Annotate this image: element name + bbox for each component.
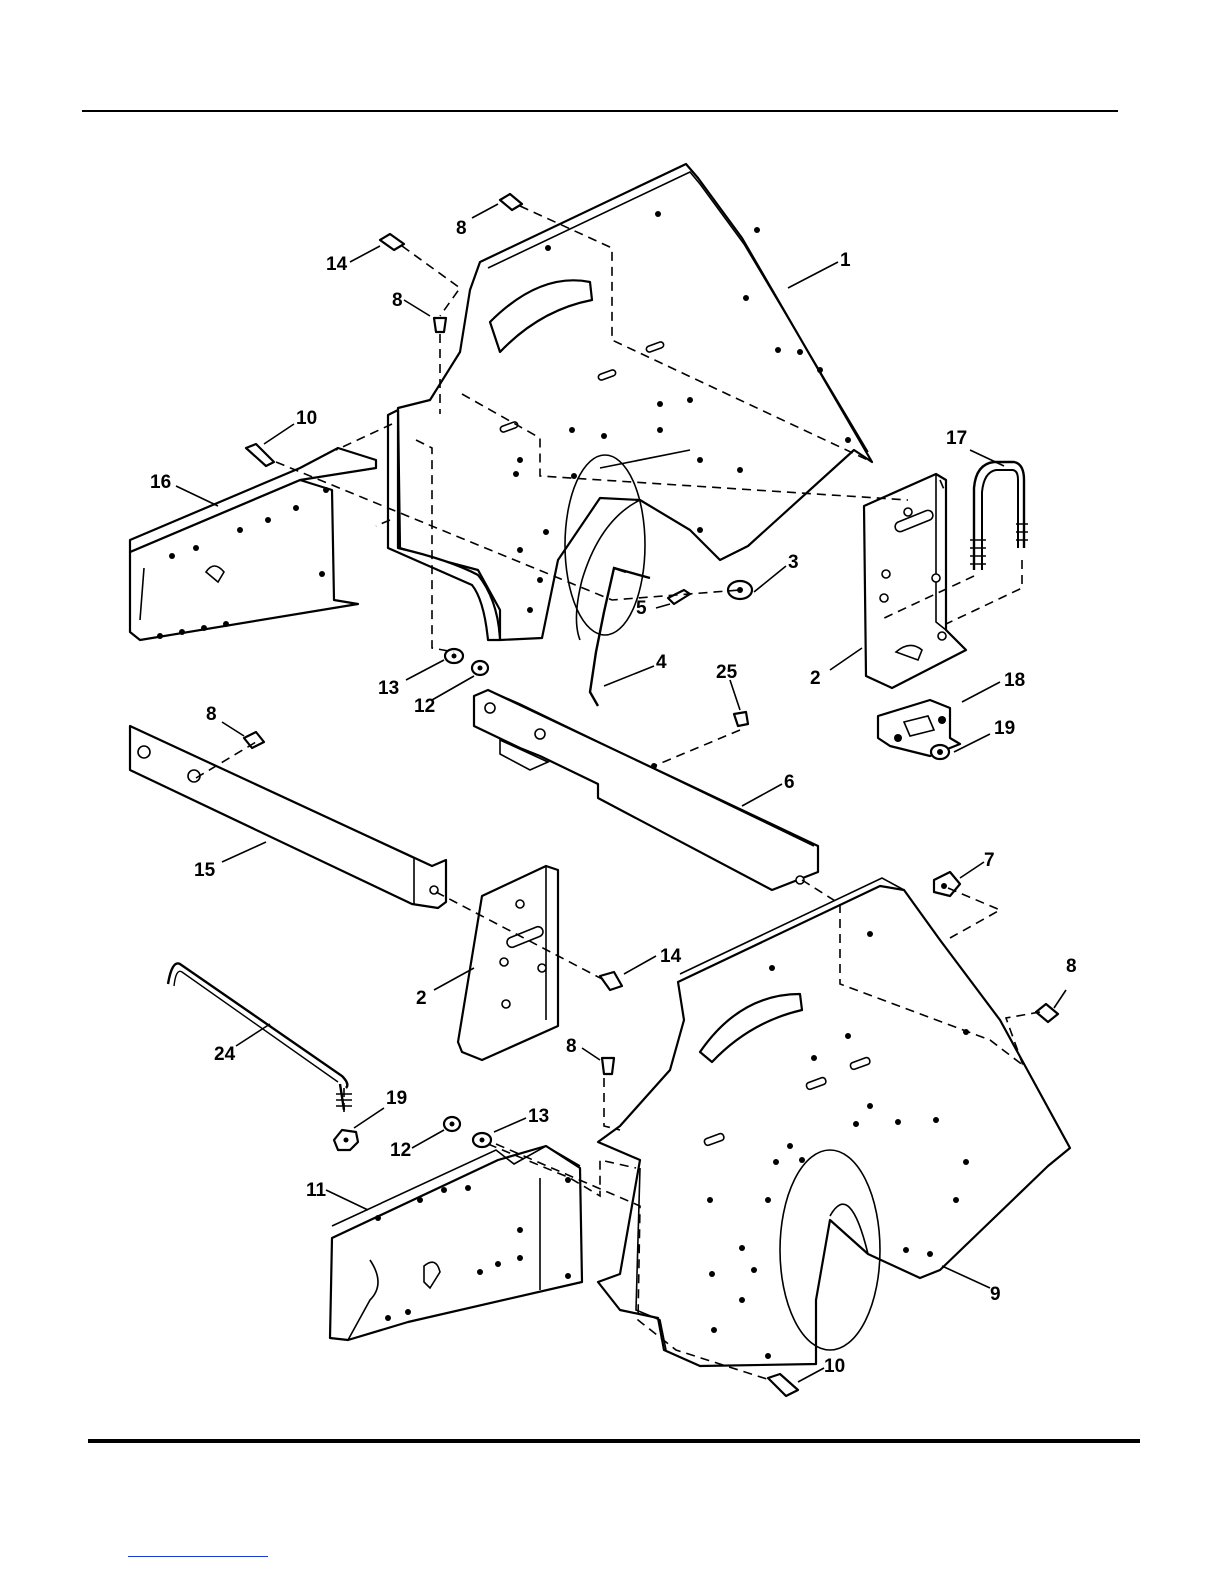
- callout-16: 16: [150, 472, 171, 493]
- part-12-nut-lower: [444, 1117, 460, 1131]
- bolt-14-lower: [600, 972, 622, 990]
- callout-8-top: 8: [456, 218, 467, 239]
- part-4-rod: [590, 568, 650, 706]
- bolt-10-upper: [246, 444, 274, 466]
- part-19-nut-lower: [334, 1130, 358, 1150]
- callout-11: 11: [306, 1180, 327, 1201]
- callout-6: 6: [784, 772, 795, 793]
- callout-13-lower: 13: [528, 1106, 549, 1127]
- part-7-clip: [934, 872, 960, 896]
- callout-8-lower: 8: [566, 1036, 577, 1057]
- bolt-8-mid-left: [244, 732, 264, 748]
- callout-3: 3: [788, 552, 799, 573]
- callout-19-upper: 19: [994, 718, 1015, 739]
- part-6-angle-rail: [474, 690, 818, 890]
- part-17-u-bolt: [970, 462, 1028, 570]
- callout-18: 18: [1004, 670, 1025, 691]
- callout-14-upper: 14: [326, 254, 348, 275]
- callout-2-upper: 2: [810, 668, 821, 689]
- callout-15: 15: [194, 860, 216, 881]
- callout-5: 5: [636, 598, 647, 619]
- callout-19-lower: 19: [386, 1088, 407, 1109]
- callout-8-upper-left: 8: [392, 290, 403, 311]
- callout-10-upper: 10: [296, 408, 317, 429]
- callout-8-mid-left: 8: [206, 704, 217, 725]
- callout-2-lower: 2: [416, 988, 427, 1009]
- part-2-upper-bracket-plate: [864, 474, 966, 688]
- part-12-nut-upper: [472, 661, 488, 675]
- callout-7: 7: [984, 850, 995, 871]
- bolt-8-lower: [602, 1058, 614, 1074]
- callout-25: 25: [716, 662, 738, 683]
- callout-4: 4: [656, 652, 667, 673]
- callout-1: 1: [840, 250, 851, 271]
- callout-12-lower: 12: [390, 1140, 411, 1161]
- part-2-lower-bracket-plate: [458, 866, 558, 1060]
- callout-13-upper: 13: [378, 678, 399, 699]
- part-24-rod: [168, 963, 352, 1110]
- bolt-25: [734, 712, 748, 726]
- callout-12-upper: 12: [414, 696, 435, 717]
- callout-9: 9: [990, 1284, 1001, 1305]
- callout-14-lower: 14: [660, 946, 682, 967]
- bolt-10-lower: [768, 1374, 798, 1396]
- callout-10-lower: 10: [824, 1356, 845, 1377]
- bolt-8-top: [500, 194, 522, 210]
- part-11-lower-support-bracket: [330, 1146, 582, 1340]
- bolt-8-upper-left: [434, 318, 446, 332]
- bolt-14-top: [380, 234, 404, 250]
- callout-24: 24: [214, 1044, 236, 1065]
- part-19-nut-upper: [931, 745, 949, 759]
- part-5-pin: [668, 590, 690, 604]
- part-15-long-bar: [130, 726, 446, 908]
- callout-17: 17: [946, 428, 967, 449]
- callout-8-right: 8: [1066, 956, 1077, 977]
